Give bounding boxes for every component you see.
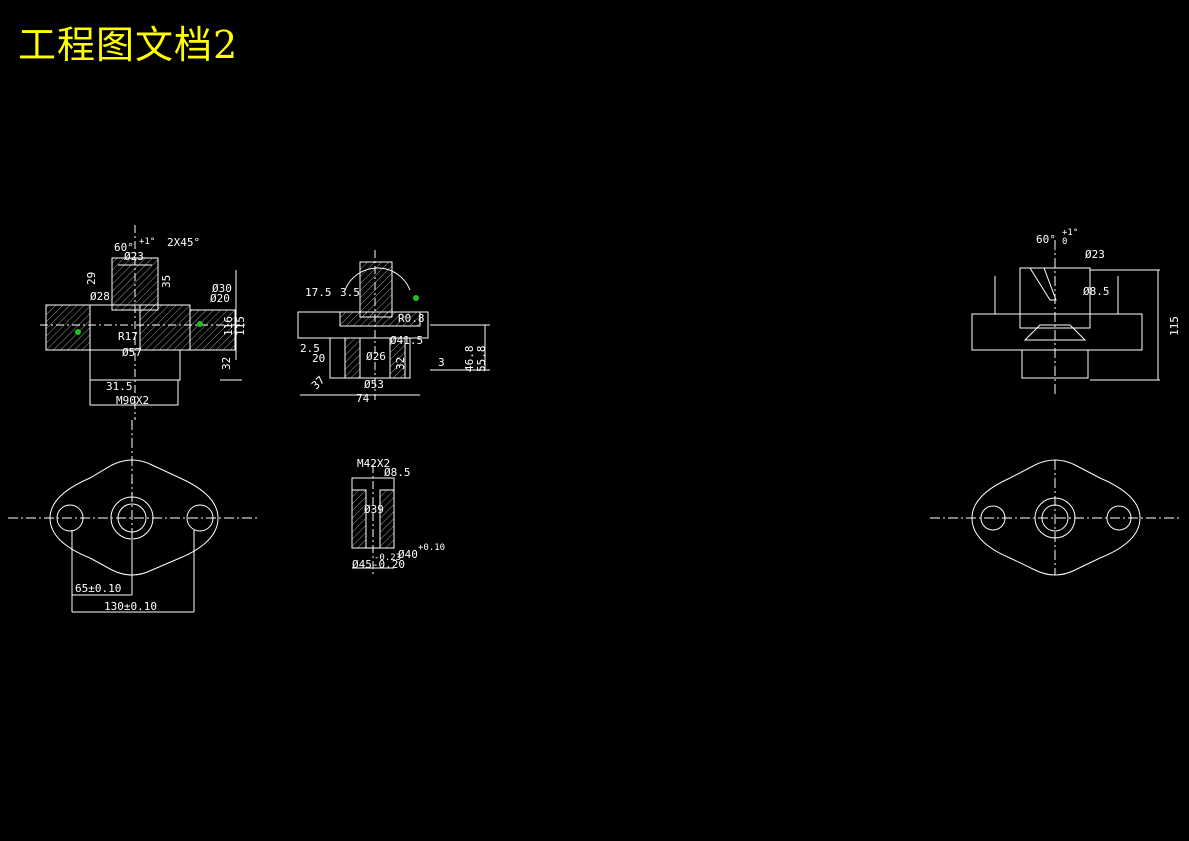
dim-130: 130±0.10 bbox=[104, 600, 157, 613]
dim-46-8: 46.8 bbox=[463, 346, 476, 373]
dim-74: 74 bbox=[356, 392, 370, 405]
thread-m42: M42X2 bbox=[357, 457, 390, 470]
dim-3-5: 3.5 bbox=[340, 286, 360, 299]
tol-023: -0.23 bbox=[374, 553, 401, 563]
dim-115: 115 bbox=[234, 316, 247, 336]
thread-label: M90X2 bbox=[116, 394, 149, 407]
view-e-labels: 60° +1° 0 Ø23 Ø8.5 115 bbox=[1036, 228, 1181, 336]
view-e-section bbox=[971, 240, 1160, 395]
dim-32b: 32 bbox=[394, 357, 407, 370]
dia-40: Ø40 bbox=[398, 548, 418, 561]
view-c-section bbox=[351, 465, 395, 575]
dia-8-5-e: Ø8.5 bbox=[1083, 285, 1110, 298]
view-b-labels: 17.5 3.5 R0.8 Ø41.5 2.5 20 Ø26 32 3 46.8… bbox=[300, 286, 488, 405]
dim-115-e: 115 bbox=[1168, 316, 1181, 336]
dia-39: Ø39 bbox=[364, 503, 384, 516]
dia-57: Ø57 bbox=[122, 346, 142, 359]
dia-left: Ø28 bbox=[90, 290, 110, 303]
view-f-plan bbox=[930, 459, 1180, 576]
dia-45: Ø45-0.20 bbox=[352, 558, 405, 571]
dim-2-5: 2.5 bbox=[300, 342, 320, 355]
angle-label: 60° bbox=[114, 241, 134, 254]
dim-17-5: 17.5 bbox=[305, 286, 332, 299]
tol-40: +0.10 bbox=[418, 543, 445, 553]
view-a-section bbox=[40, 225, 245, 420]
angle-60: 60° bbox=[1036, 233, 1056, 246]
dia-r1: Ø30 bbox=[212, 282, 232, 295]
angle-tol-zero: 0 bbox=[1062, 237, 1067, 247]
dia-23-e: Ø23 bbox=[1085, 248, 1105, 261]
dim-116: 116 bbox=[222, 316, 235, 336]
dia-r0-8: R0.8 bbox=[398, 312, 425, 325]
dia-41-5: Ø41.5 bbox=[390, 334, 423, 347]
view-a-labels: 2X45° 60° +1° Ø23 29 35 Ø28 Ø30 Ø20 116 … bbox=[85, 236, 247, 407]
view-c-labels: M42X2 Ø8.5 Ø39 -0.23 Ø40 +0.10 Ø45-0.20 bbox=[352, 457, 445, 571]
dim-3: 3 bbox=[438, 356, 445, 369]
dim-55-8: 55.8 bbox=[475, 346, 488, 373]
view-d-labels: 65±0.10 130±0.10 bbox=[75, 582, 157, 613]
view-b-section bbox=[297, 250, 490, 400]
document-title: 工程图文档2 bbox=[18, 23, 239, 67]
dia-53: Ø53 bbox=[364, 378, 384, 391]
dim-31-5: 31.5 bbox=[106, 380, 133, 393]
angle-37: 37 bbox=[309, 374, 328, 393]
view-d-plan bbox=[8, 420, 258, 613]
angle-tol-plus: +1° bbox=[1062, 228, 1078, 238]
dim-32: 32 bbox=[220, 357, 233, 370]
dim-35: 35 bbox=[160, 275, 173, 288]
dia-8-5: Ø8.5 bbox=[384, 466, 411, 479]
dia-26: Ø26 bbox=[366, 350, 386, 363]
dia-r2: Ø20 bbox=[210, 292, 230, 305]
dim-65: 65±0.10 bbox=[75, 582, 121, 595]
dim-29: 29 bbox=[85, 272, 98, 285]
chamfer-label: 2X45° bbox=[167, 236, 200, 249]
angle-tol: +1° bbox=[139, 237, 155, 247]
dia-r17: R17 bbox=[118, 330, 138, 343]
dia-top: Ø23 bbox=[124, 250, 144, 263]
dim-20: 20 bbox=[312, 352, 325, 365]
